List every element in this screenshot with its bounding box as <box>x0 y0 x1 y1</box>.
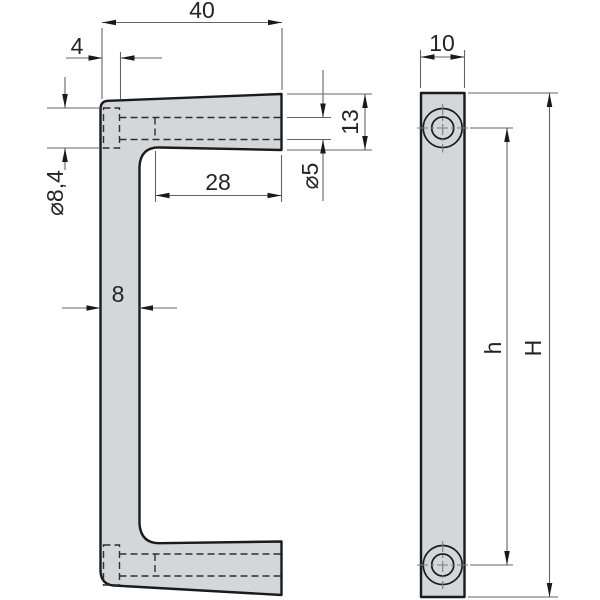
dim-front-width: 10 <box>419 30 466 88</box>
dim-label-4: 4 <box>71 33 84 59</box>
arrowhead <box>86 305 101 311</box>
arrowhead <box>546 583 553 597</box>
front-view-body <box>419 91 466 599</box>
dim-label-dia5: ⌀5 <box>297 163 323 190</box>
hidden-counterbore-top <box>102 107 121 149</box>
dim-hole-centers: h <box>470 127 513 566</box>
dim-overall-width: 40 <box>101 0 283 99</box>
dim-hole-depth: 28 <box>154 151 283 202</box>
hidden-counterbore-bottom <box>102 544 121 586</box>
dim-bar-thickness: 8 <box>62 281 177 311</box>
arrowhead <box>139 305 153 311</box>
dim-counterbore-depth: 4 <box>66 33 162 99</box>
hidden-bore-bottom <box>119 553 282 577</box>
arrowhead <box>268 19 282 26</box>
handle-profile-outline <box>99 92 283 597</box>
dim-label-40: 40 <box>189 0 215 23</box>
arrowhead <box>62 148 68 162</box>
hidden-line <box>102 544 121 586</box>
arrowhead <box>362 136 368 150</box>
arrowhead <box>362 94 368 108</box>
hidden-bore-top <box>119 116 282 141</box>
arrowhead <box>120 55 135 61</box>
arrowhead <box>102 19 116 26</box>
arrowhead <box>267 192 282 199</box>
arrowhead <box>88 55 103 61</box>
dim-hole-diameter: ⌀5 <box>287 70 331 201</box>
arrowhead <box>320 139 326 154</box>
dim-label-8: 8 <box>112 281 125 307</box>
arrowhead <box>320 103 326 118</box>
arrowhead <box>155 192 170 199</box>
arrowhead <box>546 93 553 107</box>
mounting-hole-bottom <box>417 541 470 589</box>
arrowhead <box>504 128 510 142</box>
arrowhead <box>62 94 68 108</box>
dim-label-10: 10 <box>429 30 455 56</box>
hidden-line <box>102 107 121 149</box>
dim-label-13: 13 <box>337 109 363 135</box>
side-view: 40 4 13 ⌀5 <box>42 0 372 597</box>
arrowhead <box>420 54 435 60</box>
dim-label-dia84: ⌀8,4 <box>42 170 68 216</box>
dim-end-height: 13 <box>287 93 372 151</box>
dim-label-h: h <box>480 342 506 355</box>
dim-label-H: H <box>520 340 546 357</box>
dim-counterbore-diameter: ⌀8,4 <box>42 77 99 216</box>
arrowhead <box>450 54 465 60</box>
arrowhead <box>504 551 510 565</box>
front-view: 10 h H <box>417 30 558 599</box>
dim-overall-height: H <box>468 92 558 598</box>
mounting-hole-top <box>417 104 470 153</box>
dim-label-28: 28 <box>205 169 231 195</box>
